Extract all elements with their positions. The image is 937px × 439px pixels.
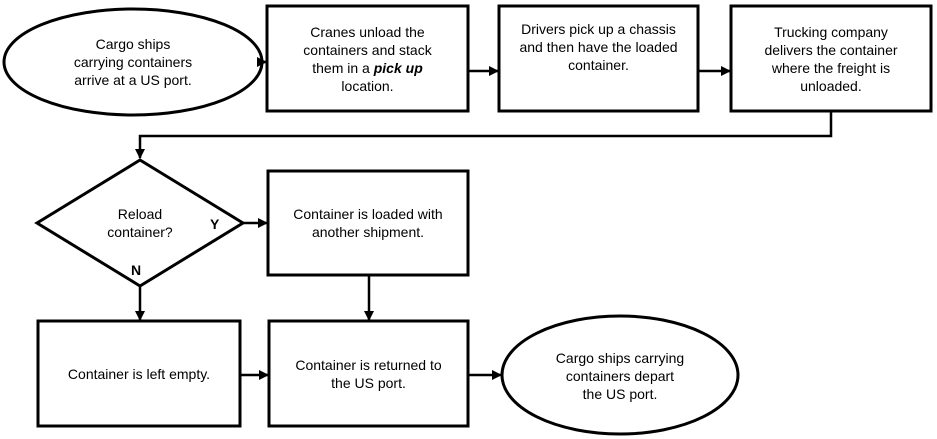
node-reload-line: container? — [107, 224, 173, 240]
node-unload-line: them in a pick up — [303, 59, 431, 77]
node-reload-label: Reload container? — [60, 200, 220, 246]
node-arrive-line: Cargo ships — [95, 36, 171, 52]
node-trucking-line: unloaded. — [800, 77, 862, 94]
node-arrive-label: Cargo ships carrying containers arrive a… — [10, 20, 256, 104]
node-empty-label: Container is left empty. — [38, 321, 240, 426]
node-loaded-label: Container is loaded with another shipmen… — [268, 171, 468, 275]
node-depart-line: Cargo ships carrying — [555, 350, 685, 366]
node-unload-shape — [265, 4, 470, 113]
node-drivers-line: container. — [568, 57, 629, 73]
node-trucking-line: Trucking company — [774, 23, 888, 40]
node-depart-label: Cargo ships carrying containers depart t… — [510, 330, 730, 422]
node-reload-line: Reload — [117, 206, 163, 222]
node-drivers-shape — [497, 4, 700, 113]
node-arrive-line: carrying containers — [73, 54, 193, 70]
node-loaded-line: another shipment. — [311, 224, 425, 240]
node-returned-label: Container is returned to the US port. — [269, 321, 468, 426]
node-unload-line: location. — [341, 77, 394, 94]
node-returned-line: the US port. — [331, 374, 406, 391]
node-trucking-line: delivers the container — [764, 41, 898, 58]
node-loaded-line: Container is loaded with — [293, 206, 443, 222]
node-depart-line: containers depart — [565, 368, 675, 384]
arrow-trucking-reload — [135, 111, 833, 159]
node-returned-shape — [267, 319, 470, 428]
node-empty-shape — [36, 319, 242, 428]
node-arrive-line: arrive at a US port. — [74, 72, 192, 88]
node-trucking-shape — [729, 4, 933, 113]
node-unload-line: containers and stack — [303, 41, 432, 58]
node-unload-text: them in a — [312, 59, 374, 76]
node-depart-shape — [500, 314, 740, 436]
node-drivers-line: and then have the loaded — [519, 39, 678, 55]
node-empty-line: Container is left empty. — [67, 365, 211, 382]
node-unload-label: Cranes unload the containers and stack t… — [267, 6, 468, 111]
node-depart-line: the US port. — [582, 386, 658, 402]
node-trucking-line: where the freight is — [771, 59, 891, 76]
branch-no-label: N — [131, 262, 142, 278]
pick-up-emphasis: pick up — [373, 59, 423, 76]
node-unload-line: Cranes unload the — [310, 23, 425, 40]
node-drivers-label: Drivers pick up a chassis and then have … — [499, 6, 698, 88]
node-returned-line: Container is returned to — [295, 356, 442, 373]
branch-yes-label: Y — [210, 216, 220, 232]
node-drivers-line: Drivers pick up a chassis — [521, 21, 676, 37]
node-trucking-label: Trucking company delivers the container … — [731, 6, 931, 111]
